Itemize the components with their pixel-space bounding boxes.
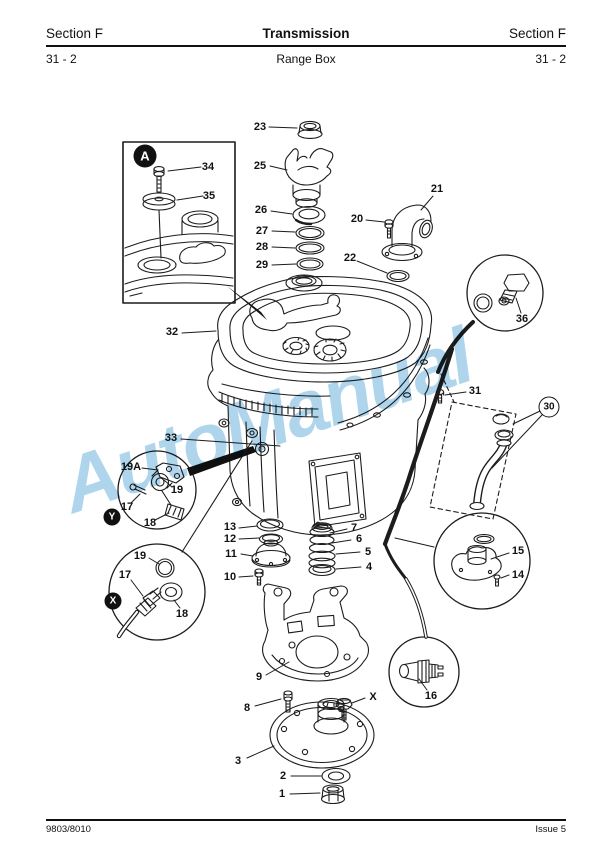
yoke-stack [284, 120, 334, 271]
callout-11: 11 [225, 548, 237, 560]
detent-cap-group [251, 518, 291, 586]
inset-y [117, 450, 197, 530]
inset-a-arrow [227, 286, 267, 320]
callout-19: 19 [133, 550, 147, 562]
callout-19a: 19A [120, 461, 142, 473]
inset-36 [436, 254, 544, 374]
inset-x-leader [181, 440, 253, 553]
page-subheader: 31 - 2 Range Box 31 - 2 [46, 52, 566, 66]
callout-32: 32 [165, 326, 179, 338]
callout-9: 9 [255, 671, 263, 683]
header-left: Section F [46, 26, 104, 41]
callout-4: 4 [365, 561, 373, 573]
breather-elbow-group [381, 204, 433, 283]
inset-x [108, 543, 206, 641]
callout-15: 15 [511, 545, 525, 557]
callout-31: 31 [468, 385, 482, 397]
callout-y: Y [103, 508, 121, 526]
output-flange-group [269, 697, 375, 805]
callout-12: 12 [223, 533, 237, 545]
inset-16 [388, 636, 460, 708]
callout-29: 29 [255, 259, 269, 271]
callout-6: 6 [355, 533, 363, 545]
callout-20: 20 [350, 213, 364, 225]
footer-rule [46, 819, 566, 821]
callout-34: 34 [201, 161, 215, 173]
leader-lines [130, 126, 543, 795]
inset-a-box [122, 141, 236, 304]
callout-x: X [104, 592, 122, 610]
callout-19: 19 [170, 484, 184, 496]
callout-8: 8 [243, 702, 251, 714]
issue-number: Issue 5 [535, 824, 566, 835]
callout-25: 25 [253, 160, 267, 172]
callout-17: 17 [118, 569, 132, 581]
callout-27: 27 [255, 225, 269, 237]
callout-30: 30 [538, 396, 560, 418]
callout-16: 16 [424, 690, 438, 702]
callout-35: 35 [202, 190, 216, 202]
callout-14: 14 [511, 569, 525, 581]
header-right: Section F [508, 26, 566, 41]
page-footer: 9803/8010 Issue 5 [46, 824, 566, 835]
subheader-title: Range Box [276, 52, 336, 66]
callout-5: 5 [364, 546, 372, 558]
callout-21: 21 [430, 183, 444, 195]
breather-assembly [429, 373, 517, 520]
header-title: Transmission [262, 26, 350, 41]
page-number-right: 31 - 2 [535, 52, 566, 66]
inset-15-14 [433, 512, 531, 610]
range-box-housing [207, 274, 433, 536]
callout-28: 28 [255, 241, 269, 253]
callout-18: 18 [175, 608, 189, 620]
callout-2: 2 [279, 770, 287, 782]
callout-17: 17 [120, 501, 134, 513]
callout-18: 18 [143, 517, 157, 529]
publication-number: 9803/8010 [46, 824, 91, 835]
callout-7: 7 [350, 522, 358, 534]
header-rule [46, 45, 566, 47]
callout-36: 36 [515, 313, 529, 325]
page-header: Section F Transmission Section F [46, 26, 566, 41]
callout-22: 22 [343, 252, 357, 264]
callout-13: 13 [223, 521, 237, 533]
callout-23: 23 [253, 121, 267, 133]
page-number-left: 31 - 2 [46, 52, 77, 66]
inset-leader-curves [382, 346, 455, 639]
callout-3: 3 [234, 755, 242, 767]
callout-10: 10 [223, 571, 237, 583]
mounting-bracket [262, 583, 369, 682]
callout-1: 1 [278, 788, 286, 800]
callout-x: X [369, 691, 377, 703]
callout-26: 26 [254, 204, 268, 216]
callout-33: 33 [164, 432, 178, 444]
inset-y-arrow [187, 446, 256, 476]
callout-a: A [133, 144, 157, 168]
